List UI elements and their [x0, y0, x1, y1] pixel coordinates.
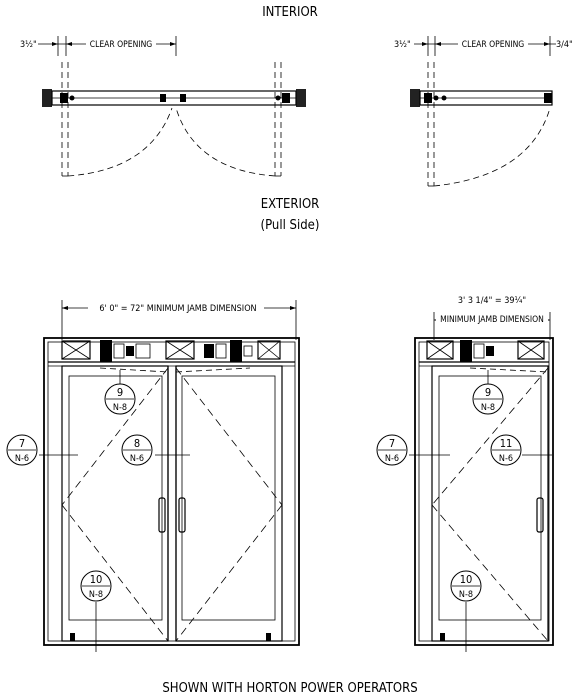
pull-side-label: (Pull Side): [261, 218, 320, 233]
svg-text:N-6: N-6: [15, 454, 29, 464]
svg-text:9: 9: [117, 386, 123, 399]
dim-3quarter: 3/4": [556, 40, 573, 50]
svg-text:N-6: N-6: [499, 454, 513, 464]
callout-10-left: 10 N-8: [80, 570, 112, 602]
svg-text:N-8: N-8: [89, 590, 103, 600]
callout-10-right: 10 N-8: [450, 570, 482, 602]
svg-text:7: 7: [19, 437, 25, 450]
interior-label: INTERIOR: [262, 5, 318, 20]
single-width-caption: MINIMUM JAMB DIMENSION: [440, 315, 544, 325]
clear-opening-right: CLEAR OPENING: [462, 40, 525, 50]
svg-text:N-8: N-8: [481, 403, 495, 413]
dim-3half-right: 3½": [394, 40, 411, 50]
footer-caption: SHOWN WITH HORTON POWER OPERATORS: [162, 681, 417, 696]
svg-text:9: 9: [485, 386, 491, 399]
exterior-label: EXTERIOR: [261, 197, 320, 212]
plan-double-door: 3½" CLEAR OPENING: [20, 36, 306, 177]
svg-text:11: 11: [500, 437, 513, 450]
callout-11: 11 N-6: [490, 434, 522, 466]
double-width-dimension: 6' 0" = 72" MINIMUM JAMB DIMENSION: [99, 304, 256, 314]
callout-8: 8 N-6: [121, 434, 153, 466]
clear-opening-left: CLEAR OPENING: [90, 40, 153, 50]
callout-7-left: 7 N-6: [6, 434, 38, 466]
double-door-elevation: 6' 0" = 72" MINIMUM JAMB DIMENSION: [43, 300, 300, 646]
svg-text:N-6: N-6: [130, 454, 144, 464]
plan-single-door: 3½" CLEAR OPENING 3/4": [394, 36, 573, 187]
callout-7-right: 7 N-6: [376, 434, 408, 466]
svg-text:N-8: N-8: [459, 590, 473, 600]
svg-text:N-6: N-6: [385, 454, 399, 464]
single-door-elevation: 3' 3 1/4" = 39¼" MINIMUM JAMB DIMENSION: [414, 294, 554, 646]
callout-9-left: 9 N-8: [104, 383, 136, 415]
svg-text:N-8: N-8: [113, 403, 127, 413]
svg-text:10: 10: [460, 573, 473, 586]
callout-9-right: 9 N-8: [472, 383, 504, 415]
single-width-dimension: 3' 3 1/4" = 39¼": [458, 296, 526, 306]
svg-text:8: 8: [134, 437, 140, 450]
svg-text:7: 7: [389, 437, 395, 450]
svg-text:10: 10: [90, 573, 103, 586]
dim-3half-left: 3½": [20, 40, 37, 50]
